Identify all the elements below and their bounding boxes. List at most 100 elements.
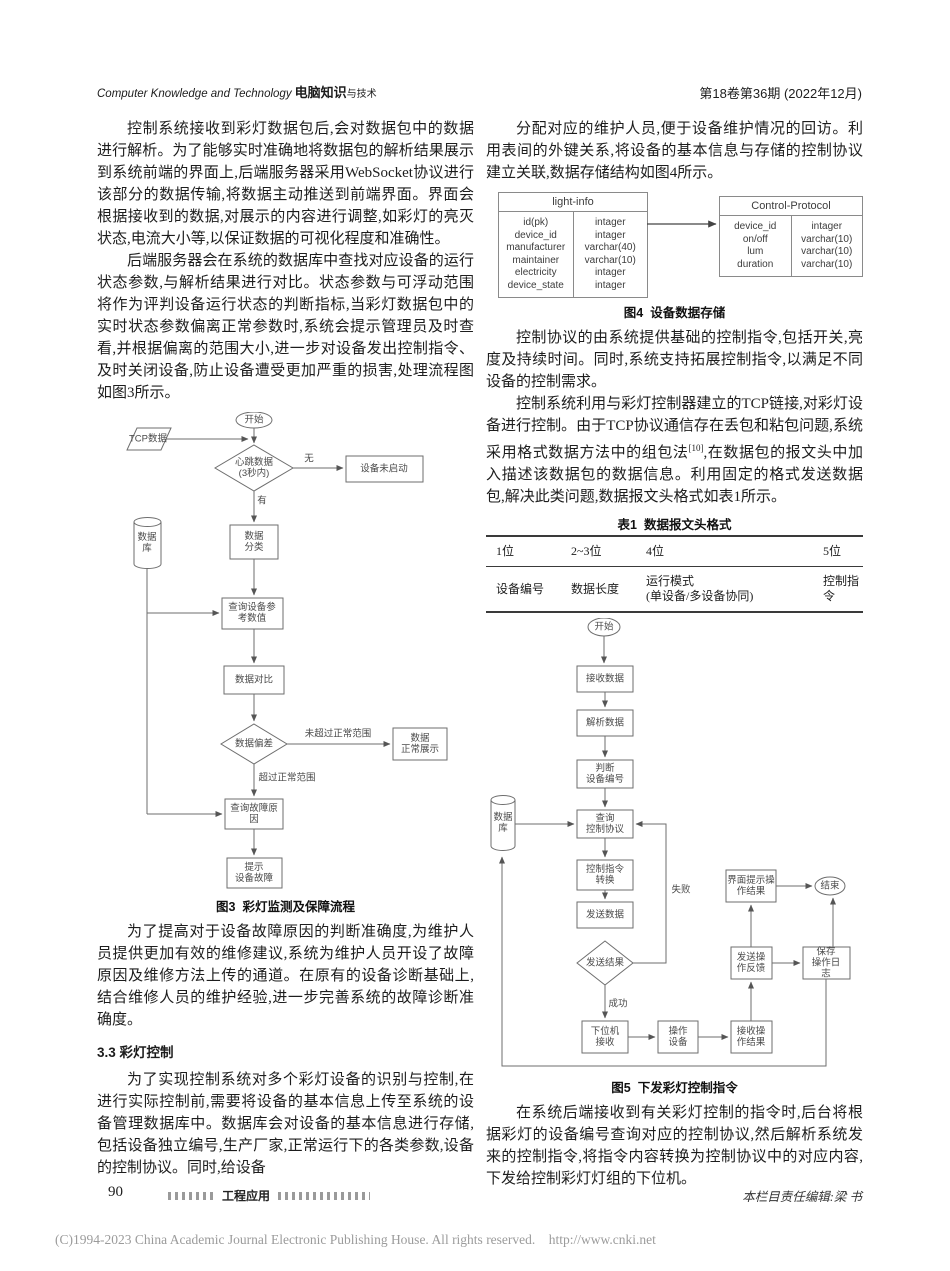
save-log-box [802, 946, 851, 980]
table1-data-row: 设备编号 数据长度 运行模式 (单设备/多设备协同) 控制指令 [486, 567, 863, 611]
table1-header-cell: 2~3位 [571, 544, 602, 558]
figure3-flowchart: 开始 TCP数据 心跳数据 (3秒内) 无 设备未启动 有 数据 库 数据 分类… [97, 412, 474, 892]
device-not-started-box [345, 455, 424, 483]
figure5-caption: 图5 下发彩灯控制指令 [611, 1081, 738, 1095]
classify-box [229, 524, 279, 560]
fig5-query-label: 查询 控制协议 [585, 813, 625, 835]
fig5-fail-label: 失败 [671, 884, 691, 896]
table1: 1位 2~3位 4位 5位 设备编号 数据长度 运行模式 (单设备/多设备协同)… [486, 535, 863, 613]
query-reference-box [221, 597, 284, 630]
fig3-deviation-label: 数据偏差 [234, 738, 274, 750]
fig3-database-label: 数据 库 [137, 532, 157, 554]
receive-data-box [576, 665, 634, 693]
paragraph-text: 控制系统利用与彩灯控制器建立的TCP链接,对彩灯设备进行控制。由于TCP协议通信… [486, 396, 863, 461]
judge-device-id-box [576, 759, 634, 789]
table1-cell: 控制指令 [823, 574, 860, 603]
fig3-not-started-label: 设备未启动 [360, 463, 408, 475]
journal-name-cn: 电脑知识 [294, 85, 347, 100]
query-fault-box [224, 798, 284, 830]
fig5-receive-label: 接收数据 [585, 673, 625, 685]
receive-result-box [730, 1020, 773, 1054]
fig3-normal-display-label: 数据 正常展示 [400, 733, 440, 755]
operate-device-box [657, 1020, 699, 1054]
heartbeat-decision-diamond [214, 444, 294, 492]
table1-header-cell: 1位 [496, 544, 515, 558]
alert-fault-box [226, 857, 283, 889]
citation-ref: [10] [688, 443, 704, 453]
fig3-beyond-range-label: 超过正常范围 [258, 772, 316, 784]
figure5-flowchart: 开始 接收数据 解析数据 判断 设备编号 数据 库 查询 控制协议 控制指令 转… [486, 618, 863, 1073]
section-banner: 工程应用 [168, 1187, 371, 1204]
send-result-decision-diamond [576, 940, 634, 986]
fig5-feedback-label: 发送操 作反馈 [736, 952, 766, 974]
query-protocol-box [576, 809, 634, 839]
paragraph: 在系统后端接收到有关彩灯控制的指令时,后台将根据彩灯的设备编号查询对应的控制协议… [486, 1105, 863, 1187]
paragraph: 分配对应的维护人员,便于设备维护情况的回访。利用表间的外键关系,将设备的基本信息… [486, 121, 863, 181]
table1-cell: 数据长度 [571, 581, 620, 596]
column-editor: 本栏目责任编辑:梁 书 [742, 1190, 862, 1204]
figure5-flowchart-drawing [490, 618, 851, 1067]
tcp-input-parallelogram [126, 427, 172, 451]
right-column: 分配对应的维护人员,便于设备维护情况的回访。利用表间的外键关系,将设备的基本信息… [486, 118, 863, 1190]
paragraph-text: ,在数据包的报文头中加入描述该数据包的数据信息。利用固定的格式发送数据包,解决此… [486, 445, 863, 505]
table1-header-cell: 5位 [823, 544, 842, 558]
fig3-within-range-label: 未超过正常范围 [304, 728, 372, 740]
start-terminator [235, 412, 273, 429]
send-feedback-box [730, 946, 773, 980]
page-number: 90 [108, 1184, 123, 1200]
compare-box [223, 665, 285, 695]
issue-info: 第18卷第36期 (2022年12月) [699, 86, 862, 101]
fig3-compare-label: 数据对比 [234, 674, 274, 686]
fig3-no-label: 无 [304, 453, 314, 465]
fig5-judge-label: 判断 设备编号 [585, 763, 625, 785]
fig5-receive-result-label: 接收操 作结果 [736, 1026, 766, 1048]
journal-name-cn-small: 与技术 [346, 89, 377, 100]
ui-prompt-box [725, 869, 777, 903]
fig5-lower-machine-label: 下位机 接收 [590, 1026, 620, 1048]
figure3-caption: 图3 彩灯监测及保障流程 [216, 900, 355, 914]
journal-header: Computer Knowledge and Technology 电脑知识与技… [97, 82, 377, 101]
normal-display-box [392, 727, 448, 761]
fig5-ui-prompt-label: 界面提示操 作结果 [727, 875, 775, 897]
fig5-operate-label: 操作 设备 [668, 1026, 688, 1048]
fig5-convert-label: 控制指令 转换 [585, 864, 625, 886]
fig5-start-label: 开始 [594, 621, 614, 633]
fig5-send-label: 发送数据 [585, 909, 625, 921]
fig5-database-label: 数据 库 [493, 812, 513, 834]
send-data-box [576, 901, 634, 929]
database-cylinder [490, 800, 516, 851]
fig5-end-label: 结束 [820, 880, 840, 892]
paragraph: 后端服务器会在系统的数据库中查找对应设备的运行状态参数,与解析结果进行对比。状态… [97, 253, 474, 401]
fig3-query-reference-label: 查询设备参 考数值 [228, 602, 276, 624]
fig5-success-label: 成功 [608, 998, 628, 1010]
fig3-query-fault-label: 查询故障原 因 [230, 803, 278, 825]
figure4-caption: 图4 设备数据存储 [623, 306, 726, 320]
table1-cell: 运行模式 (单设备/多设备协同) [646, 574, 754, 603]
fig5-result-label: 发送结果 [585, 957, 625, 969]
fig5-parse-label: 解析数据 [585, 717, 625, 729]
light-info-table-title: light-info [499, 193, 647, 212]
convert-command-box [576, 859, 634, 891]
paragraph: 控制系统利用与彩灯控制器建立的TCP链接,对彩灯设备进行控制。由于TCP协议通信… [486, 393, 863, 508]
table1-header-cell: 4位 [646, 544, 665, 558]
journal-name-en: Computer Knowledge and Technology [97, 88, 292, 100]
paragraph: 为了提高对于设备故障原因的判断准确度,为维护人员提供更加有效的维修建议,系统为维… [97, 924, 474, 1028]
fig3-heartbeat-label: 心跳数据 (3秒内) [234, 457, 274, 479]
figure3-flowchart-drawing [126, 412, 448, 889]
deviation-decision-diamond [220, 723, 288, 765]
end-terminator [814, 876, 846, 896]
fig5-save-log-label: 保存 操作日志 [811, 946, 841, 980]
table1-header-row: 1位 2~3位 4位 5位 [486, 537, 863, 567]
database-cylinder [133, 522, 162, 569]
section-label: 工程应用 [222, 1189, 271, 1203]
copyright-line: (C)1994-2023 China Academic Journal Elec… [55, 1232, 656, 1247]
start-terminator [587, 618, 621, 637]
section-heading-3-3: 3.3 彩灯控制 [97, 1045, 174, 1060]
paragraph: 控制系统接收到彩灯数据包后,会对数据包中的数据进行解析。为了能够实时准确地将数据… [97, 121, 474, 247]
